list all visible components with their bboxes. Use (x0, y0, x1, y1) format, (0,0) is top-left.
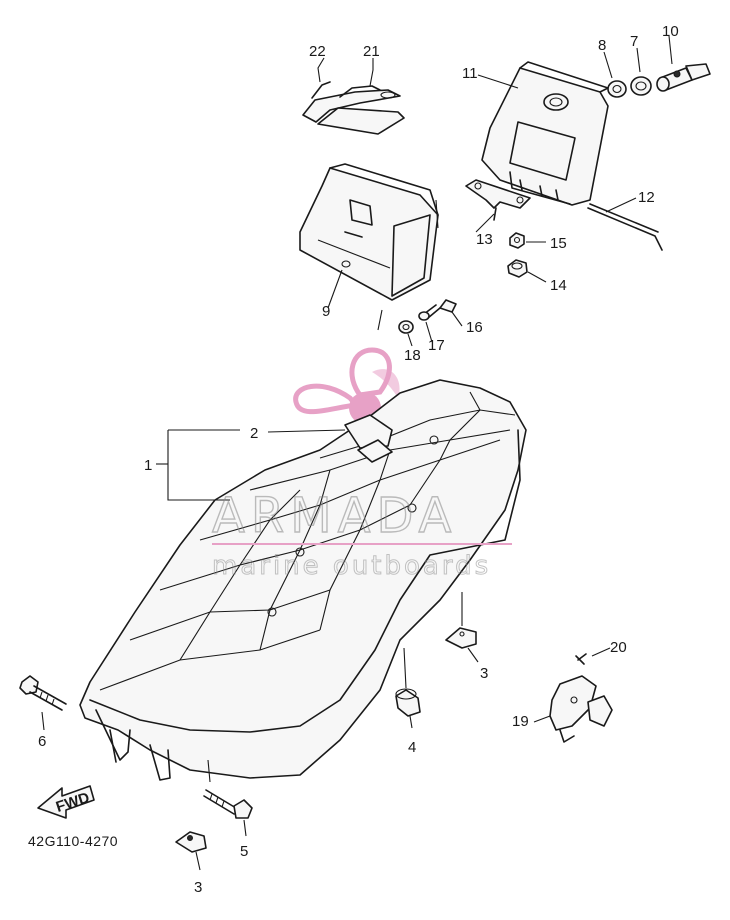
callout-18: 18 (404, 347, 421, 364)
callout-17: 17 (428, 337, 445, 354)
callout-10: 10 (662, 23, 679, 40)
callout-3-upper: 3 (480, 665, 488, 682)
callout-12: 12 (638, 189, 655, 206)
clip-part (445, 627, 477, 649)
callout-9: 8 (598, 37, 606, 54)
callout-3-lower: 3 (194, 879, 202, 896)
callout-22: 22 (309, 43, 326, 60)
callout-11: 11 (462, 65, 478, 82)
watermark-brand: ARMADA (212, 488, 457, 544)
callout-5: 5 (240, 843, 248, 860)
callout-1: 1 (144, 457, 152, 474)
seat-part (79, 379, 527, 781)
clip-lower-part (175, 831, 207, 853)
rod-part (587, 203, 663, 251)
watermark-tagline: marine outboards (212, 551, 491, 581)
callout-2: 2 (250, 425, 258, 442)
storage-case-part (299, 163, 439, 301)
callout-20: 20 (610, 639, 627, 656)
catalog-code: 42G110-4270 (28, 833, 118, 849)
callout-6: 6 (38, 733, 46, 750)
nut-part (507, 232, 528, 278)
rear-cover-part (481, 61, 609, 206)
bolt-lower-part (203, 789, 253, 819)
bracket-part (465, 179, 531, 221)
lock-assembly-part (607, 63, 711, 98)
callout-labels: 22 21 11 8 7 10 12 13 15 14 9 16 17 18 2… (38, 23, 679, 896)
bolt-part (19, 675, 67, 711)
callout-7: 9 (322, 303, 330, 320)
callout-19: 19 (512, 713, 529, 730)
bolt-washer-part (398, 299, 457, 334)
callout-4: 4 (408, 739, 416, 756)
damper-part (395, 688, 421, 717)
callout-21: 21 (363, 43, 380, 60)
callout-8: 7 (630, 33, 638, 50)
callout-14: 14 (550, 277, 567, 294)
callout-16: 16 (466, 319, 483, 336)
forward-arrow-icon: FWD (37, 785, 95, 819)
callout-15: 15 (550, 235, 567, 252)
callout-13: 13 (476, 231, 493, 248)
leader-lines (41, 35, 673, 871)
grab-strap-part (302, 81, 405, 135)
seat-lock-part (549, 653, 613, 743)
